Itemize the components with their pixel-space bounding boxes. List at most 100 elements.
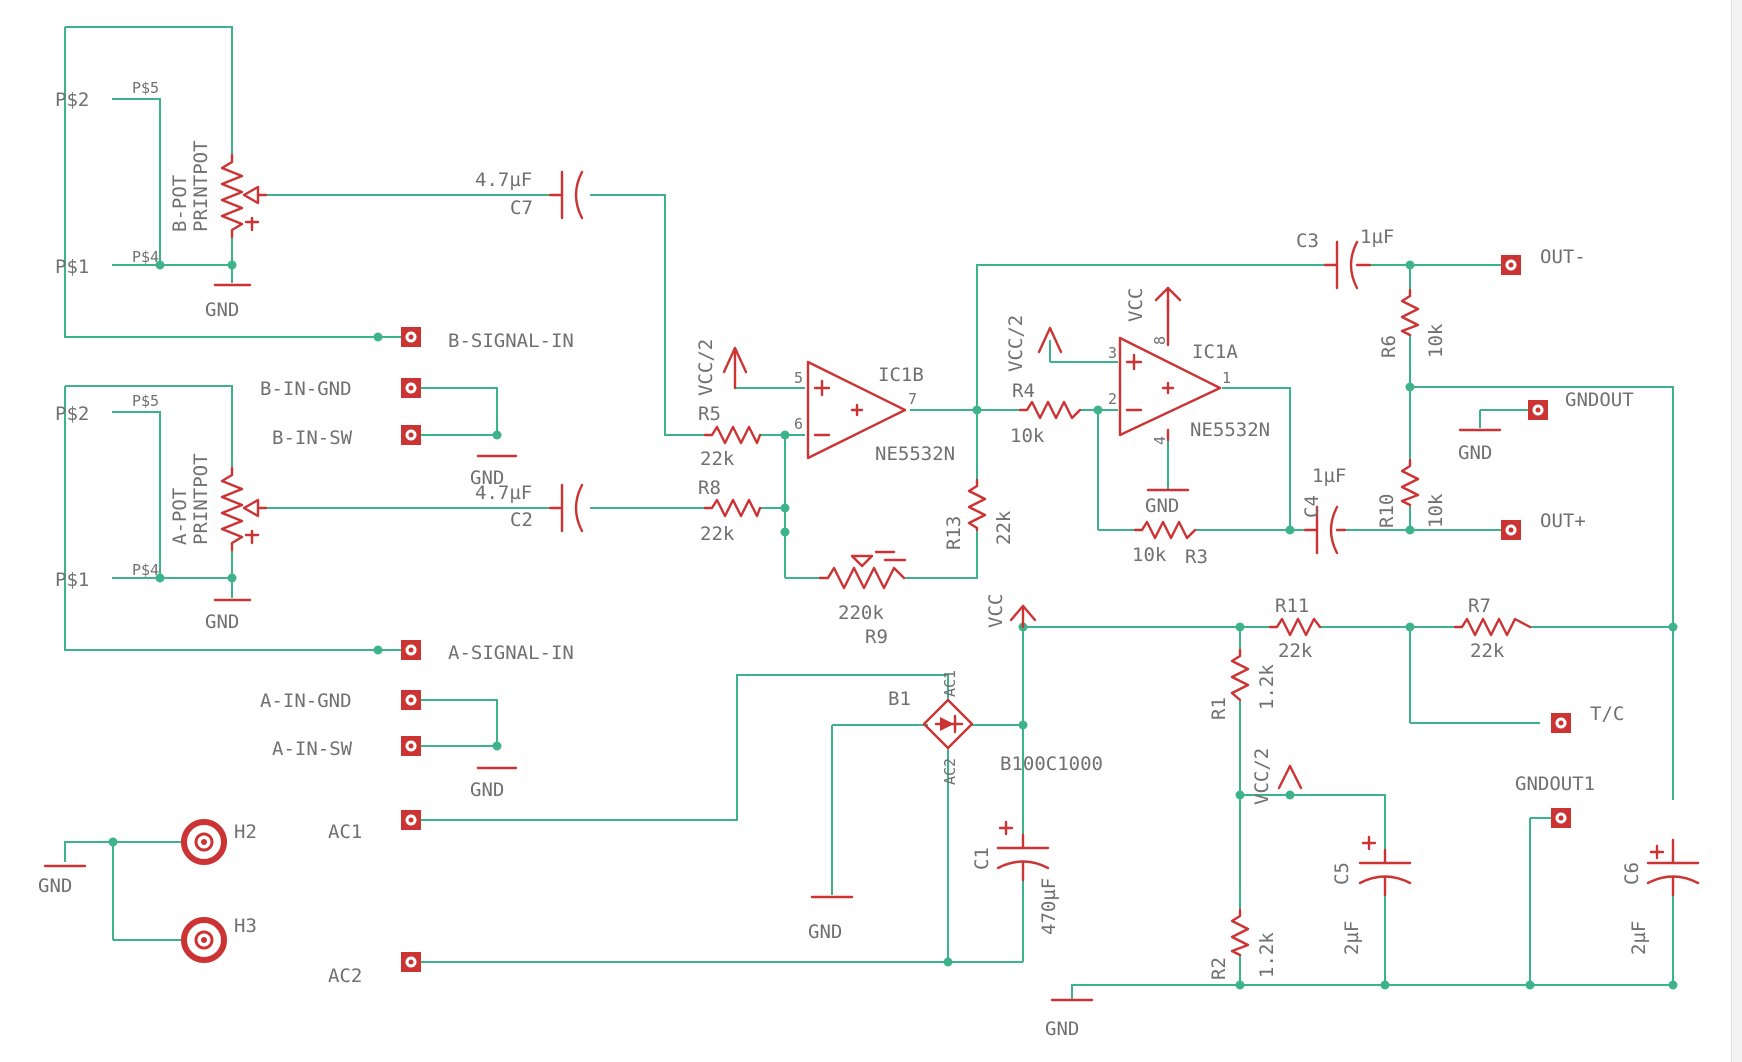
gnd-a-label: GND <box>205 611 239 633</box>
ac1-label: AC1 <box>328 821 362 843</box>
p4-b-label: P$4 <box>132 248 159 266</box>
c2-name: C2 <box>510 509 533 531</box>
r13-value: 22k <box>993 510 1015 545</box>
out-plus-pad <box>1501 520 1521 540</box>
p5-b-label: P$5 <box>132 79 159 97</box>
r4-name: R4 <box>1012 380 1035 402</box>
c4-value: 1µF <box>1312 465 1346 487</box>
c1-capacitor[interactable] <box>996 820 1050 882</box>
ic1a-opamp[interactable] <box>1118 298 1222 442</box>
a-pot-value: PRINTPOT <box>190 453 212 545</box>
r10-resistor[interactable] <box>1400 458 1420 507</box>
c5-value: 2µF <box>1341 921 1363 955</box>
gnd-asw-label: GND <box>470 779 504 801</box>
r5-resistor[interactable] <box>703 425 762 445</box>
c6-capacitor[interactable] <box>1646 838 1700 897</box>
ic1b-type: NE5532N <box>875 443 955 465</box>
pin4-label: 4 <box>1151 436 1169 445</box>
r3-value: 10k <box>1132 544 1167 566</box>
r10-name: R10 <box>1376 494 1398 528</box>
vcc2-ic1b-arrow <box>722 346 748 390</box>
r9-name: R9 <box>865 626 888 648</box>
b-in-sw-label: B-IN-SW <box>272 427 353 449</box>
gnd-h-label: GND <box>38 875 72 897</box>
b-pot-symbol[interactable] <box>213 153 268 287</box>
a-pot-symbol[interactable] <box>213 466 268 602</box>
c5-capacitor[interactable] <box>1358 835 1412 897</box>
c2-value: 4.7µF <box>475 482 532 504</box>
r2-resistor[interactable] <box>1230 908 1250 957</box>
pin8-label: 8 <box>1151 336 1169 345</box>
junctions <box>108 260 1678 990</box>
vcc2-c5-arrow <box>1277 764 1303 790</box>
p4-a-label: P$4 <box>132 561 159 579</box>
r1-resistor[interactable] <box>1230 648 1250 702</box>
h3-mounting-hole[interactable] <box>181 917 227 963</box>
b-pot-name: B-POT <box>169 175 191 232</box>
scrollbar[interactable] <box>1731 0 1742 1062</box>
c2-capacitor[interactable] <box>548 483 584 533</box>
c3-value: 1µF <box>1360 226 1394 248</box>
c3-capacitor[interactable] <box>1323 240 1372 290</box>
r13-name: R13 <box>943 516 965 550</box>
r4-resistor[interactable] <box>1018 400 1082 420</box>
r11-name: R11 <box>1275 595 1309 617</box>
r9-trimmer[interactable] <box>818 550 907 590</box>
r13-resistor[interactable] <box>967 478 987 532</box>
r9-value: 220k <box>838 602 884 624</box>
r3-resistor[interactable] <box>1133 520 1197 540</box>
gnd-out-label: GND <box>1458 442 1492 464</box>
r8-name: R8 <box>698 477 721 499</box>
gnd-bsw-label: GND <box>470 467 504 489</box>
c4-capacitor[interactable] <box>1303 505 1347 555</box>
c1-name: C1 <box>971 847 993 870</box>
a-in-sw-pad <box>401 736 421 756</box>
r11-resistor[interactable] <box>1268 617 1322 637</box>
c7-value: 4.7µF <box>475 169 532 191</box>
ac1-pin-label: AC1 <box>941 670 959 697</box>
ic1a-name: IC1A <box>1192 341 1238 363</box>
ac2-label: AC2 <box>328 965 362 987</box>
b-signal-in-label: B-SIGNAL-IN <box>448 330 574 352</box>
r4-value: 10k <box>1010 425 1045 447</box>
ac2-pad <box>401 952 421 972</box>
pin6-label: 6 <box>794 415 803 433</box>
r8-resistor[interactable] <box>703 498 762 518</box>
pin1-label: 1 <box>1222 369 1231 387</box>
ic1b-opamp[interactable] <box>806 360 907 460</box>
vcc-ic1a-arrow <box>1154 286 1182 312</box>
tc-pad <box>1551 713 1571 733</box>
pin2-label: 2 <box>1108 390 1117 408</box>
r11-value: 22k <box>1278 640 1313 662</box>
b1-type: B100C1000 <box>1000 753 1103 775</box>
p2-b-label: P$2 <box>55 89 89 111</box>
vcc2-ic1a-label: VCC/2 <box>1005 315 1027 372</box>
vcc-ic1a-label: VCC <box>1125 288 1147 322</box>
gnd-bottom-label: GND <box>1045 1018 1079 1040</box>
p5-a-label: P$5 <box>132 392 159 410</box>
vcc2-ic1a-arrow <box>1037 326 1063 354</box>
b-signal-in-pad <box>401 327 421 347</box>
wires <box>64 26 1674 1000</box>
c7-capacitor[interactable] <box>548 170 584 220</box>
r6-resistor[interactable] <box>1400 288 1420 337</box>
b-in-sw-pad <box>401 425 421 445</box>
vcc-main-arrow <box>1009 604 1037 629</box>
gnd-b-label: GND <box>205 299 239 321</box>
r10-value: 10k <box>1425 493 1447 528</box>
r7-resistor[interactable] <box>1453 617 1532 637</box>
vcc2-ic1b-label: VCC/2 <box>695 339 717 396</box>
a-in-gnd-pad <box>401 690 421 710</box>
c7-name: C7 <box>510 197 533 219</box>
b1-bridge-rectifier[interactable] <box>922 698 974 750</box>
r6-name: R6 <box>1378 335 1400 358</box>
r8-value: 22k <box>700 523 735 545</box>
h2-mounting-hole[interactable] <box>181 819 227 865</box>
labels: P$2 P$5 P$1 P$4 B-POT PRINTPOT GND B-SIG… <box>38 79 1650 1040</box>
r6-value: 10k <box>1425 323 1447 358</box>
c4-name: C4 <box>1301 495 1323 518</box>
r2-value: 1.2k <box>1256 932 1278 978</box>
out-plus-label: OUT+ <box>1540 510 1586 532</box>
ac2-pin-label: AC2 <box>941 758 959 785</box>
